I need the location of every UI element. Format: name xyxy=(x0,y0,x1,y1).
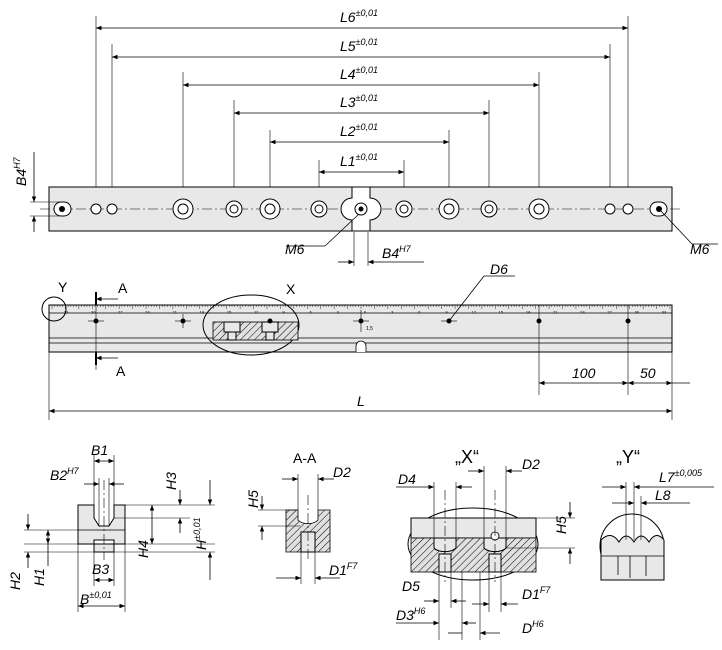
scale-number: 6 xyxy=(309,310,312,315)
scale-number: 27 xyxy=(607,310,612,315)
scale-ticks xyxy=(51,305,671,309)
scale-number: 3 xyxy=(337,310,340,315)
right-thread-mark xyxy=(656,206,662,212)
scale-number: 21 xyxy=(553,310,558,315)
scale-number: 18 xyxy=(200,310,205,315)
b4-left-dimension: B4H7 xyxy=(12,152,60,232)
aa-d2-label: D2 xyxy=(333,464,351,480)
h4-label: H4 xyxy=(135,540,151,558)
top-view-extension-lines xyxy=(95,16,629,210)
dim-label-l4: L4±0,01 xyxy=(340,65,378,82)
d6-label: D6 xyxy=(490,261,508,277)
h3-label: H3 xyxy=(163,472,179,490)
scale-number: 24 xyxy=(145,310,150,315)
x-h5-label: H5 xyxy=(553,516,569,534)
section-aa-title: A-A xyxy=(293,450,317,466)
a-bottom-label: A xyxy=(116,363,126,379)
center-m6-hole xyxy=(340,186,382,232)
scale-number: 12 xyxy=(471,310,476,315)
dim-label-l5: L5±0,01 xyxy=(340,37,378,54)
scale-number: 9 xyxy=(282,310,285,315)
h-label: H±0,01 xyxy=(192,517,209,550)
b4-bottom-label: B4H7 xyxy=(382,244,412,261)
scale-number: 33 xyxy=(64,310,69,315)
scale-number: 30 xyxy=(635,310,640,315)
detail-x-ellipse xyxy=(202,294,300,356)
detail-x-title: „X“ xyxy=(455,447,479,467)
spacing-dimensions xyxy=(539,352,690,420)
dim-100-label: 100 xyxy=(572,365,596,381)
left-thread-mark xyxy=(59,206,65,212)
d6-leader xyxy=(448,275,485,322)
x-d5-label: D5 xyxy=(402,578,420,594)
dim-label-l2: L2±0,01 xyxy=(340,122,378,139)
x-d1-label: D1F7 xyxy=(522,585,551,602)
scale-number: 30 xyxy=(91,310,96,315)
dim-label-l6: L6±0,01 xyxy=(340,8,378,25)
scale-number: 18 xyxy=(526,310,531,315)
x-d4-label: D4 xyxy=(398,471,416,487)
detail-y-circle xyxy=(41,296,67,322)
x-d3-label: D3H6 xyxy=(396,606,425,623)
scale-number: 27 xyxy=(118,310,123,315)
aa-d1-label: D1F7 xyxy=(329,561,358,578)
x-d2-label: D2 xyxy=(522,456,540,472)
m6-right-leader xyxy=(660,210,693,245)
top-view-dimension-lines xyxy=(96,25,628,175)
detail-x-hatched-inset xyxy=(212,318,299,341)
scale-number: 3 xyxy=(391,310,394,315)
x-label: X xyxy=(286,281,296,297)
section-profile: B1 B2H7 H2 H1 B3 B±0,01 xyxy=(7,442,215,612)
x-d-label: DH6 xyxy=(522,619,544,636)
scale-number: 0 xyxy=(364,310,367,315)
scale-number: 9 xyxy=(445,310,448,315)
section-arrows xyxy=(95,292,118,365)
scale-number: 15 xyxy=(227,310,232,315)
scale-note: 1,5 xyxy=(366,326,373,332)
scale-number: 33 xyxy=(662,310,667,315)
dim-label-l1: L1±0,01 xyxy=(340,152,378,169)
y-l8-label: L8 xyxy=(655,487,671,503)
detail-y-title: „Y“ xyxy=(616,447,640,467)
scale-number: 6 xyxy=(418,310,421,315)
y-label: Y xyxy=(58,279,68,295)
dim-l-label: L xyxy=(357,393,365,409)
m6-right-label: M6 xyxy=(690,241,710,257)
b2-label: B2H7 xyxy=(50,466,80,483)
dim-50-label: 50 xyxy=(640,365,656,381)
b4-bottom-dimension: B4H7 xyxy=(338,232,424,266)
dim-label-l3: L3±0,01 xyxy=(340,93,378,110)
h2-label: H2 xyxy=(7,572,23,590)
detail-y: „Y“ L7±0,005 L8 xyxy=(599,447,714,581)
b-label: B±0,01 xyxy=(80,590,112,607)
m6-center-leader xyxy=(324,213,360,247)
profile-body xyxy=(77,504,126,545)
section-aa: A-A H5 D2 D1F7 xyxy=(245,450,358,584)
scale-number: 21 xyxy=(172,310,177,315)
b3-label: B3 xyxy=(92,561,109,577)
h1-label: H1 xyxy=(31,568,47,586)
b1-label: B1 xyxy=(91,442,108,458)
top-view: L6±0,01 L5±0,01 L4±0,01 L3±0,01 L2±0,01 … xyxy=(12,8,718,266)
m6-center-label: M6 xyxy=(285,241,305,257)
b4-left-label: B4H7 xyxy=(12,156,29,186)
aa-h5-label: H5 xyxy=(245,490,261,508)
a-top-label: A xyxy=(118,280,128,296)
detail-x: „X“ D4 D2 H5 xyxy=(396,447,575,640)
y-l7-label: L7±0,005 xyxy=(659,468,703,485)
scale-number: 15 xyxy=(499,310,504,315)
scale-number: 12 xyxy=(254,310,259,315)
scale-number: 24 xyxy=(580,310,585,315)
top-view-holes xyxy=(90,198,634,220)
